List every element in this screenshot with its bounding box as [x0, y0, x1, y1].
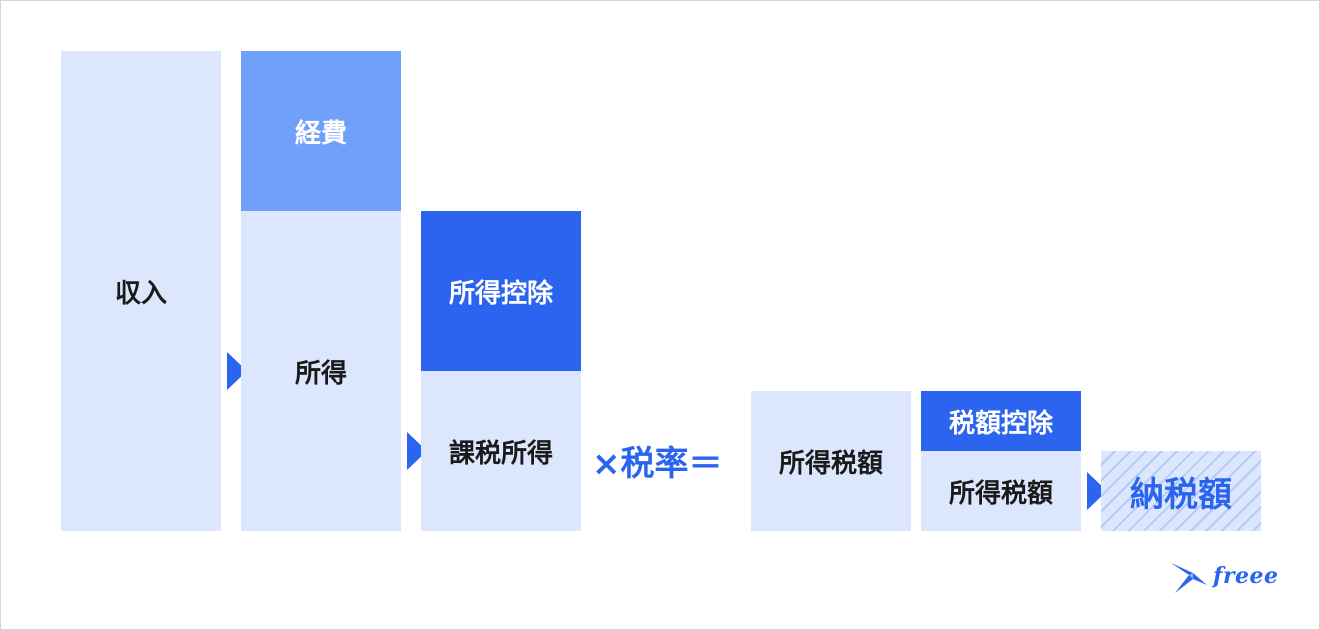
taxable-income-box: 課税所得 — [421, 371, 581, 531]
tax-payable-label: 納税額 — [1130, 474, 1232, 515]
bird-icon — [1171, 563, 1207, 593]
earnings-label: 所得 — [294, 358, 347, 389]
income-label: 収入 — [114, 278, 167, 309]
income-deduction-box: 所得控除 — [421, 211, 581, 371]
income-tax-box: 所得税額 — [751, 391, 911, 531]
tax-credit-box: 税額控除 — [921, 391, 1081, 451]
earnings-box: 所得 — [241, 211, 401, 531]
income-box: 収入 — [61, 51, 221, 531]
freee-logo: freee — [1169, 557, 1279, 595]
expenses-box: 経費 — [241, 51, 401, 211]
multiply-tax-rate-operator: ×税率＝ — [592, 444, 723, 484]
tax-payable-box: 納税額 — [1101, 451, 1261, 531]
tax-credit-label: 税額控除 — [948, 408, 1053, 439]
income-tax-after-label: 所得税額 — [948, 478, 1053, 509]
expenses-label: 経費 — [294, 118, 347, 149]
logo-text: freee — [1213, 563, 1279, 589]
income-tax-label: 所得税額 — [778, 448, 883, 479]
taxable-income-label: 課税所得 — [448, 438, 553, 469]
income-deduction-label: 所得控除 — [448, 278, 553, 309]
income-tax-after-box: 所得税額 — [921, 451, 1081, 531]
